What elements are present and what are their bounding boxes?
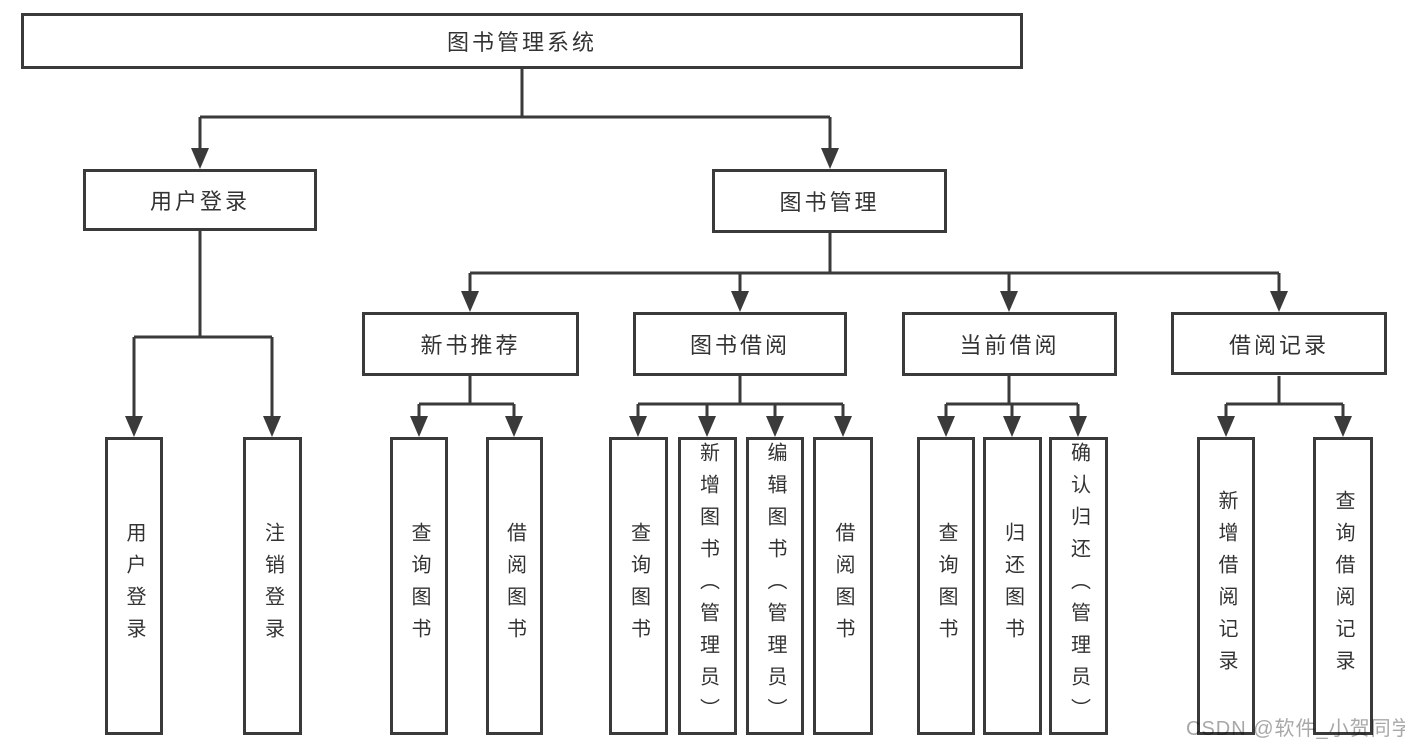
watermark: CSDN @软件_小贺同学 xyxy=(1186,718,1405,740)
leaf-borrow-borrow-books-label: 借阅图书 xyxy=(832,522,854,650)
node-new-book-recommend: 新书推荐 xyxy=(362,312,579,376)
leaf-current-return-books-label: 归还图书 xyxy=(1001,522,1024,650)
leaf-borrow-add-books-admin: 新增图书（管理员） xyxy=(678,437,737,735)
node-borrow-records-label: 借阅记录 xyxy=(1228,332,1329,358)
leaf-borrow-query-books-label: 查询图书 xyxy=(627,522,650,650)
leaf-newrec-query-books-label: 查询图书 xyxy=(408,522,430,650)
leaf-borrow-query-books: 查询图书 xyxy=(609,437,668,735)
leaf-current-confirm-return-admin: 确认归还（管理员） xyxy=(1049,437,1108,735)
node-book-management: 图书管理 xyxy=(712,169,947,233)
leaf-borrow-edit-books-admin: 编辑图书（管理员） xyxy=(746,437,804,735)
node-user-login-label: 用户登录 xyxy=(149,189,250,214)
leaf-user-login-label: 用户登录 xyxy=(123,522,145,650)
leaf-user-login: 用户登录 xyxy=(105,437,163,735)
leaf-borrow-edit-books-admin-label: 编辑图书（管理员） xyxy=(764,442,786,730)
leaf-newrec-query-books: 查询图书 xyxy=(390,437,448,735)
node-current-borrow: 当前借阅 xyxy=(902,312,1117,376)
leaf-current-confirm-return-admin-label: 确认归还（管理员） xyxy=(1067,442,1090,730)
node-root: 图书管理系统 xyxy=(21,13,1023,69)
node-user-login: 用户登录 xyxy=(83,169,317,231)
node-borrow-records: 借阅记录 xyxy=(1171,312,1387,375)
node-current-borrow-label: 当前借阅 xyxy=(959,333,1060,358)
leaf-logout: 注销登录 xyxy=(243,437,302,735)
leaf-records-query-record: 查询借阅记录 xyxy=(1313,437,1373,735)
leaf-logout-label: 注销登录 xyxy=(261,522,284,650)
node-book-management-label: 图书管理 xyxy=(779,190,880,215)
leaf-newrec-borrow-books: 借阅图书 xyxy=(486,437,543,735)
node-new-book-recommend-label: 新书推荐 xyxy=(420,333,521,358)
leaf-records-add-record-label: 新增借阅记录 xyxy=(1215,490,1237,682)
node-root-label: 图书管理系统 xyxy=(446,30,597,55)
leaf-borrow-borrow-books: 借阅图书 xyxy=(813,437,873,735)
leaf-newrec-borrow-books-label: 借阅图书 xyxy=(503,522,526,650)
node-book-borrow-label: 图书借阅 xyxy=(689,333,790,358)
leaf-borrow-add-books-admin-label: 新增图书（管理员） xyxy=(696,442,719,730)
leaf-current-return-books: 归还图书 xyxy=(983,437,1042,735)
leaf-records-query-record-label: 查询借阅记录 xyxy=(1332,490,1354,682)
leaf-records-add-record: 新增借阅记录 xyxy=(1197,437,1255,735)
node-book-borrow: 图书借阅 xyxy=(633,312,847,376)
leaf-current-query-books-label: 查询图书 xyxy=(935,522,957,650)
leaf-current-query-books: 查询图书 xyxy=(917,437,975,735)
